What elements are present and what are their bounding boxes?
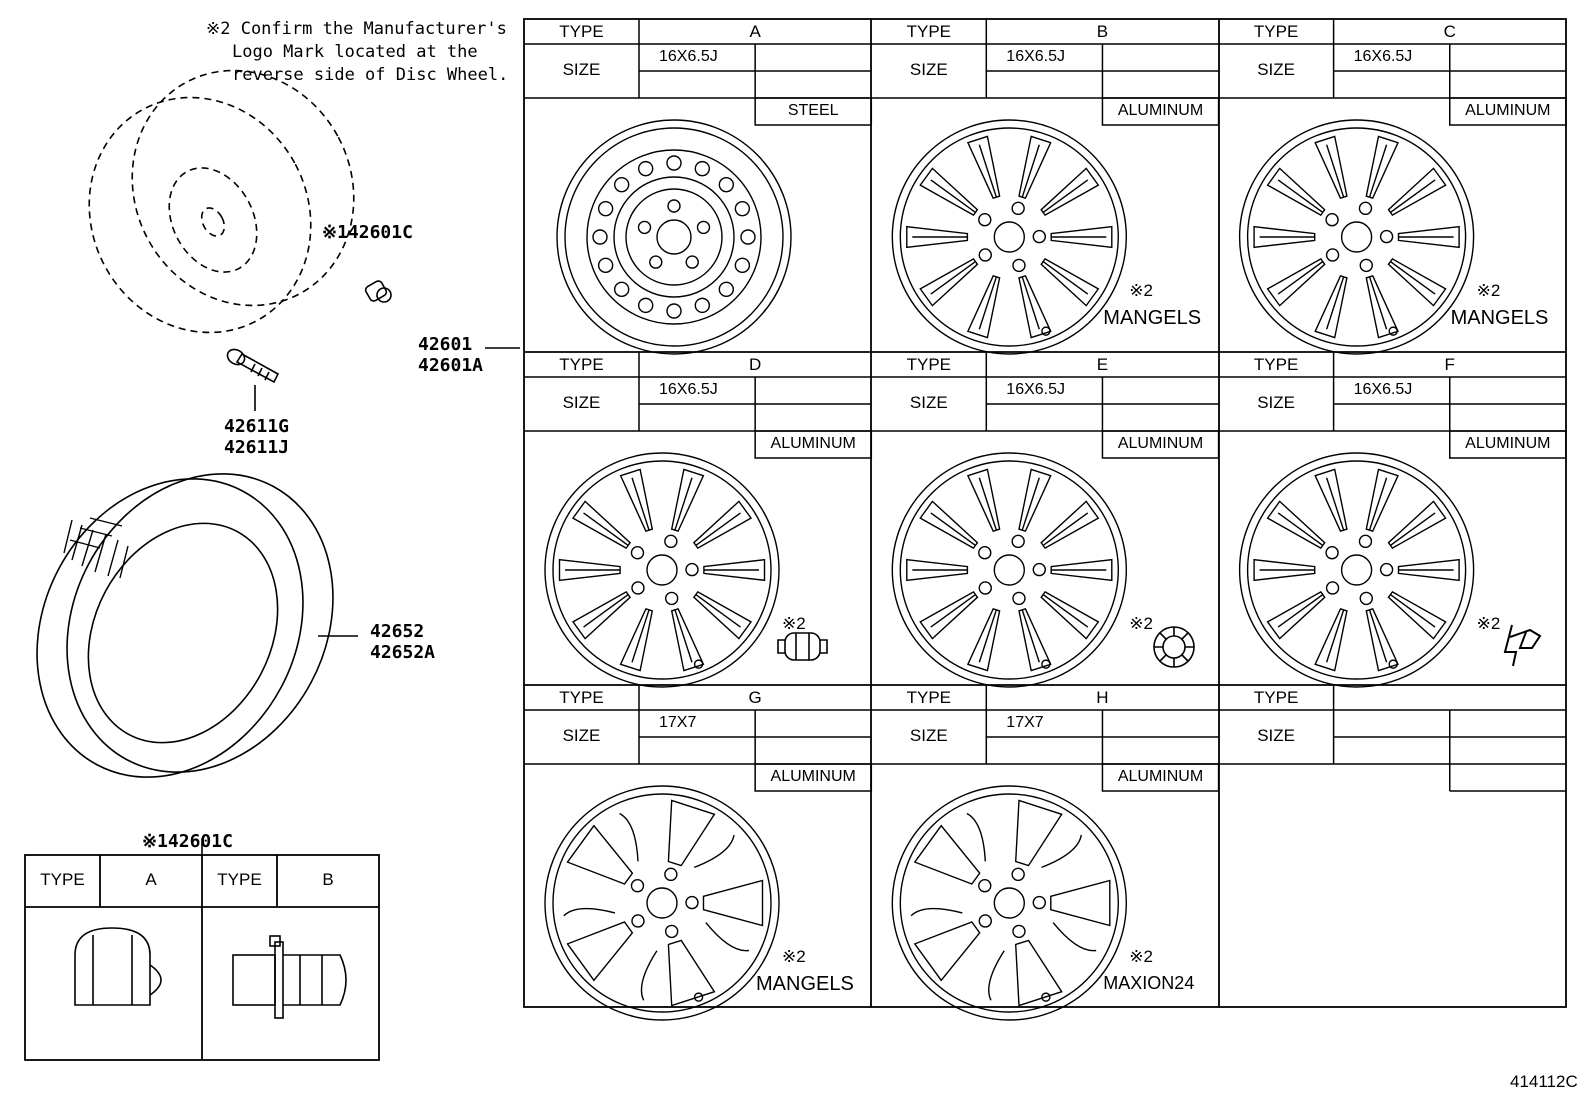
nut-type-a: A bbox=[145, 870, 157, 889]
part-number-wheel-1[interactable]: 42601 bbox=[418, 334, 473, 355]
wheel-A-size-label: SIZE bbox=[562, 60, 601, 79]
wheel-f-drawing bbox=[1238, 452, 1475, 688]
logo-mark-f bbox=[1503, 624, 1542, 667]
wheel-G-type-label: TYPE bbox=[559, 688, 604, 707]
wheel-blank-type-label: TYPE bbox=[1253, 688, 1299, 707]
wheel-E-material: ALUMINUM bbox=[1117, 435, 1204, 452]
logo-mark-e bbox=[1153, 626, 1195, 668]
wheel-E-mark-note: ※2 bbox=[1129, 614, 1153, 633]
wheel-C-size-label: SIZE bbox=[1257, 60, 1295, 79]
part-number-valve-1[interactable]: 42611G bbox=[224, 416, 290, 437]
wheel-A-material: STEEL bbox=[787, 102, 839, 119]
wheel-A-type-label: TYPE bbox=[559, 22, 604, 41]
note-line-1: ※2 Confirm the Manufacturer's bbox=[206, 19, 507, 39]
wheel-B-type-label: TYPE bbox=[906, 22, 951, 41]
wheel-F-type-value: F bbox=[1444, 355, 1455, 374]
wheel-C-mark-note: ※2 bbox=[1476, 281, 1501, 300]
wheel-H-type-value: H bbox=[1096, 688, 1109, 707]
part-number-tire-1[interactable]: 42652 bbox=[370, 621, 425, 642]
nut-type-b: B bbox=[322, 870, 334, 889]
wheel-B-size-value: 16X6.5J bbox=[1006, 48, 1066, 65]
wheel-D-size-value: 16X6.5J bbox=[659, 381, 718, 398]
wheel-C-maker: MANGELS bbox=[1450, 307, 1549, 329]
wheel-table-frame bbox=[523, 18, 1567, 1008]
wheel-blank-size-label: SIZE bbox=[1257, 726, 1295, 745]
note-line-2: Logo Mark located at the bbox=[232, 42, 478, 62]
diagram-code: 414112C bbox=[1510, 1072, 1578, 1091]
wheel-E-size-label: SIZE bbox=[909, 393, 948, 412]
wheel-h-drawing bbox=[891, 785, 1127, 1021]
wheel-H-mark-note: ※2 bbox=[1129, 947, 1153, 966]
nut-table-title[interactable]: ※142601C bbox=[142, 831, 233, 852]
wheel-B-material: ALUMINUM bbox=[1117, 102, 1204, 119]
wheel-H-size-value: 17X7 bbox=[1006, 714, 1044, 731]
acorn-nut-drawing bbox=[74, 927, 162, 1006]
wheel-d-drawing bbox=[544, 452, 780, 688]
wheel-H-type-label: TYPE bbox=[906, 688, 951, 707]
wheel-B-maker: MANGELS bbox=[1103, 307, 1202, 329]
nut-type-label-a: TYPE bbox=[40, 870, 85, 889]
wheel-G-size-value: 17X7 bbox=[659, 714, 697, 731]
valve-stem-drawing bbox=[226, 348, 280, 411]
wheel-C-size-value: 16X6.5J bbox=[1353, 48, 1413, 65]
nut-table-frame bbox=[24, 854, 380, 1061]
wheel-G-maker: MANGELS bbox=[756, 973, 854, 995]
flange-nut-drawing bbox=[232, 935, 347, 1019]
wheel-G-size-label: SIZE bbox=[562, 726, 601, 745]
wheel-D-size-label: SIZE bbox=[562, 393, 601, 412]
nut-type-label-b: TYPE bbox=[217, 870, 262, 889]
hub-nut-drawing bbox=[364, 280, 392, 303]
wheel-D-type-value: D bbox=[749, 355, 762, 374]
wheel-D-material: ALUMINUM bbox=[770, 435, 856, 452]
wheel-A-size-value: 16X6.5J bbox=[659, 48, 718, 65]
wheel-e-drawing bbox=[891, 452, 1127, 688]
wheel-c-drawing bbox=[1238, 119, 1475, 355]
wheel-D-mark-note: ※2 bbox=[782, 614, 806, 633]
wheel-F-size-label: SIZE bbox=[1257, 393, 1295, 412]
wheel-G-type-value: G bbox=[748, 688, 762, 707]
wheel-E-type-value: E bbox=[1096, 355, 1109, 374]
wheel-C-type-label: TYPE bbox=[1253, 22, 1299, 41]
note-line-3: reverse side of Disc Wheel. bbox=[232, 65, 509, 85]
tire-drawing bbox=[36, 473, 358, 778]
wheel-F-mark-note: ※2 bbox=[1476, 614, 1501, 633]
wheel-D-type-label: TYPE bbox=[559, 355, 604, 374]
wheel-H-maker: MAXION24 bbox=[1103, 973, 1195, 993]
wheel-H-size-label: SIZE bbox=[909, 726, 948, 745]
wheel-C-type-value: C bbox=[1443, 22, 1456, 41]
wheel-B-mark-note: ※2 bbox=[1129, 281, 1153, 300]
wheel-F-size-value: 16X6.5J bbox=[1353, 381, 1413, 398]
spare-tire-drawing bbox=[88, 69, 355, 334]
wheel-C-material: ALUMINUM bbox=[1465, 102, 1551, 119]
wheel-B-size-label: SIZE bbox=[909, 60, 948, 79]
wheel-G-material: ALUMINUM bbox=[770, 768, 856, 785]
part-number-wheel-2[interactable]: 42601A bbox=[418, 355, 484, 376]
wheel-g-drawing bbox=[544, 785, 780, 1021]
wheel-b-drawing bbox=[891, 119, 1127, 355]
wheel-a-drawing bbox=[556, 119, 792, 355]
part-number-valve-2[interactable]: 42611J bbox=[224, 437, 290, 458]
logo-mark-d bbox=[777, 632, 828, 661]
wheel-B-type-value: B bbox=[1096, 22, 1109, 41]
wheel-F-type-label: TYPE bbox=[1253, 355, 1299, 374]
wheel-H-material: ALUMINUM bbox=[1117, 768, 1204, 785]
part-number-tire-2[interactable]: 42652A bbox=[370, 642, 436, 663]
wheel-E-size-value: 16X6.5J bbox=[1006, 381, 1066, 398]
part-number-nut[interactable]: ※142601C bbox=[322, 222, 413, 243]
wheel-A-type-value: A bbox=[749, 22, 761, 41]
wheel-G-mark-note: ※2 bbox=[782, 947, 806, 966]
wheel-F-material: ALUMINUM bbox=[1465, 435, 1551, 452]
wheel-E-type-label: TYPE bbox=[906, 355, 951, 374]
